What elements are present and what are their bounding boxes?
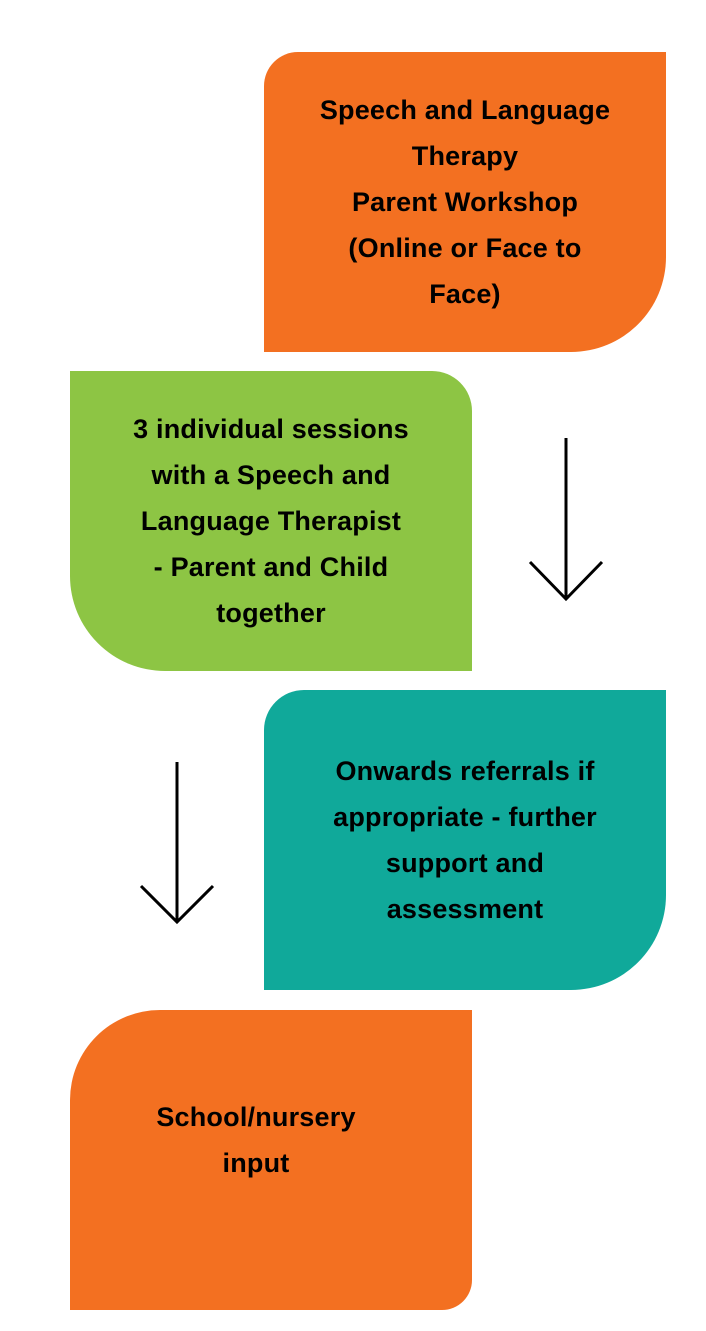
step-text: Speech and Language Therapy Parent Works…	[319, 95, 611, 309]
step-text: Onwards referrals if appropriate - furth…	[333, 756, 597, 924]
step-school-nursery-input: School/nursery input	[70, 1010, 472, 1310]
step-text: 3 individual sessions with a Speech and …	[133, 414, 409, 628]
arrow-down-icon	[139, 762, 215, 925]
step-individual-sessions: 3 individual sessions with a Speech and …	[70, 371, 472, 671]
step-text: School/nursery input	[156, 1102, 356, 1178]
step-parent-workshop: Speech and Language Therapy Parent Works…	[264, 52, 666, 352]
step-onwards-referrals: Onwards referrals if appropriate - furth…	[264, 690, 666, 990]
arrow-down-icon	[528, 438, 604, 602]
